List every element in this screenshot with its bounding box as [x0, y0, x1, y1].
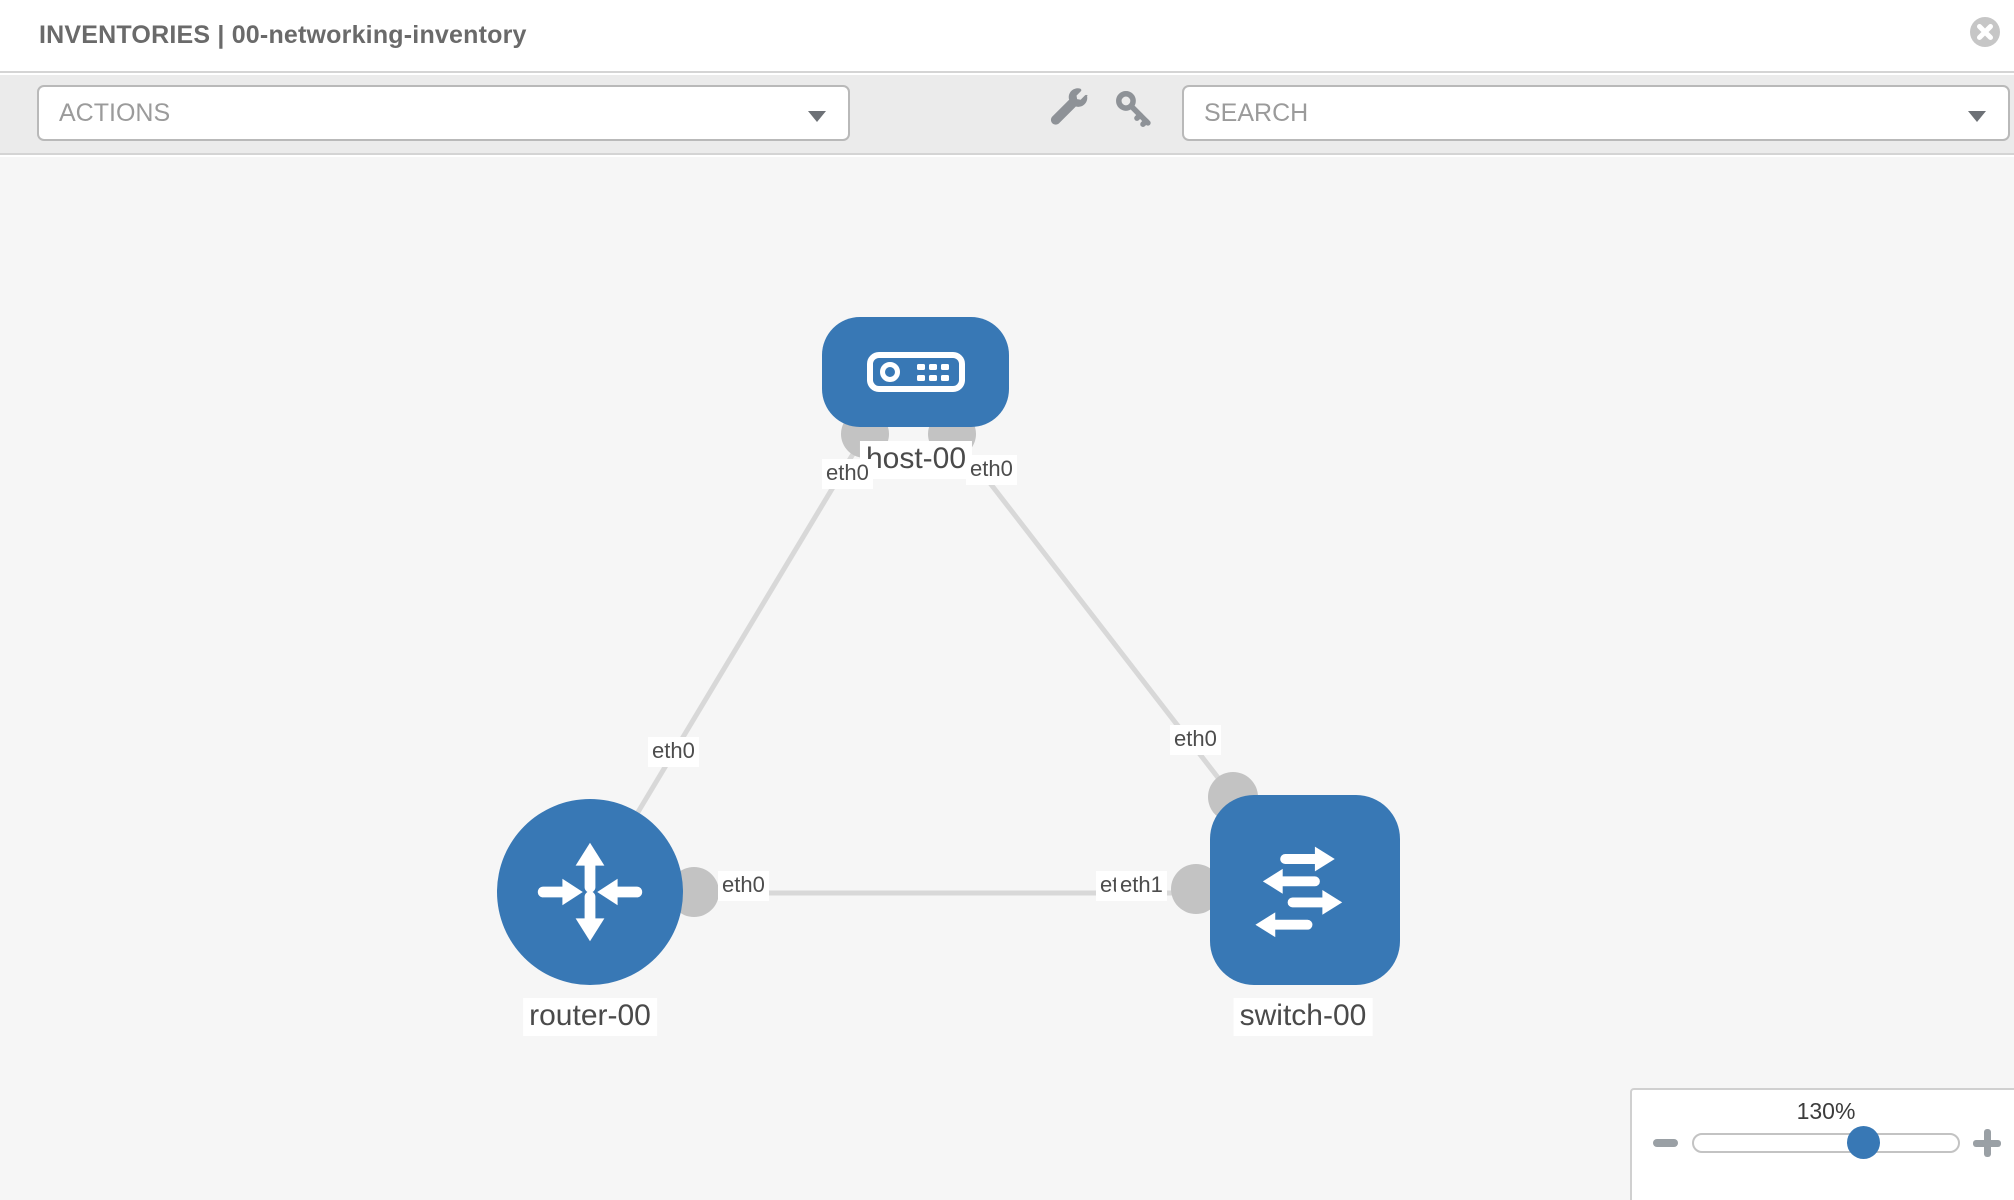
search-dropdown-label: SEARCH [1204, 98, 1309, 127]
node-router[interactable] [497, 799, 683, 985]
interface-label-eth1: eth1 [1116, 871, 1167, 901]
node-switch[interactable] [1210, 795, 1400, 985]
interface-label-eth0: eth0 [822, 459, 873, 489]
node-label-host: host-00 [859, 441, 973, 479]
close-button[interactable] [1969, 16, 2001, 48]
header: INVENTORIES | 00-networking-inventory [0, 0, 2014, 73]
node-label-switch: switch-00 [1233, 998, 1373, 1036]
search-dropdown[interactable]: SEARCH [1182, 85, 2010, 141]
interface-label-eth0: eth0 [1170, 725, 1221, 755]
close-icon [1970, 17, 2000, 47]
zoom-out-button minus-icon[interactable] [1653, 1139, 1678, 1147]
node-host[interactable] [822, 317, 1009, 427]
topology-canvas[interactable]: host-00 router-00 switch-00 eth0 eth0 et… [0, 157, 2014, 1200]
zoom-percent: 130% [1796, 1098, 1856, 1124]
topology-links [587, 432, 1235, 896]
server-icon [866, 352, 965, 392]
zoom-in-button plus-icon[interactable] [1973, 1129, 2001, 1157]
key-icon [1116, 91, 1151, 127]
zoom-slider-handle[interactable] [1847, 1126, 1880, 1159]
page-title: INVENTORIES | 00-networking-inventory [39, 21, 527, 49]
chevron-down-icon [808, 111, 826, 122]
actions-dropdown[interactable]: ACTIONS [37, 85, 850, 141]
node-label-router: router-00 [523, 998, 657, 1036]
interface-label-eth0: eth0 [966, 455, 1017, 485]
router-arrows-icon [537, 842, 643, 942]
key-button[interactable] [1112, 87, 1156, 136]
interface-label-eth0: eth0 [648, 737, 699, 767]
switch-arrows-icon [1255, 846, 1343, 938]
zoom-slider-track[interactable] [1692, 1133, 1960, 1153]
toolbar: ACTIONS SEARCH [0, 75, 2014, 155]
zoom-control-panel: 130% [1630, 1088, 2014, 1200]
wrench-icon [1050, 88, 1088, 125]
interface-label-eth0: eth0 [718, 871, 769, 901]
wrench-button[interactable] [1050, 87, 1088, 130]
actions-dropdown-label: ACTIONS [59, 98, 171, 127]
chevron-down-icon [1968, 111, 1986, 122]
